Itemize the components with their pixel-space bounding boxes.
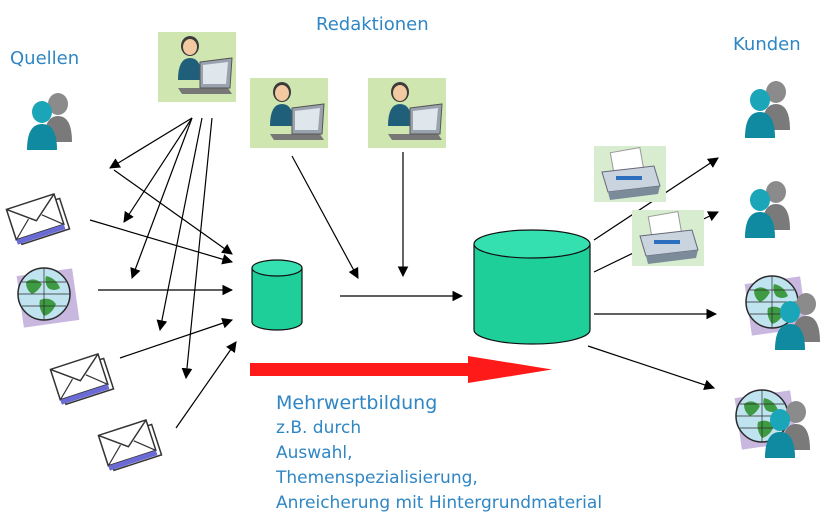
- arrow-envelope3-to-small-db: [175, 341, 237, 429]
- source-envelope-icon-3: [97, 417, 163, 473]
- label-quellen: Quellen: [10, 48, 80, 69]
- arrow-envelope2-to-small-db: [119, 318, 234, 359]
- arrow-editor-to-globe: [130, 117, 193, 280]
- label-kunden: Kunden: [733, 34, 801, 55]
- arrow-editor-to-envelope3: [181, 117, 213, 380]
- editor-at-laptop-icon-3: [368, 78, 446, 148]
- mehrwert-line-3: Themenspezialisierung,: [276, 468, 478, 488]
- source-envelope-icon: [5, 191, 71, 247]
- mehrwert-line-2: Auswahl,: [276, 443, 353, 463]
- mehrwert-line-4: Anreicherung mit Hintergrundmaterial: [276, 493, 603, 513]
- editor-at-laptop-icon-1: [158, 32, 236, 102]
- large-database-icon: [473, 229, 591, 345]
- arrow-editor2-to-big-db: [291, 155, 359, 279]
- customer-globe-people-icon-2: [733, 389, 810, 458]
- source-people-icon: [27, 93, 72, 150]
- arrow-editor-to-people: [109, 117, 193, 169]
- customer-globe-people-icon-1: [743, 275, 820, 350]
- mehrwert-line-1: z.B. durch: [276, 418, 362, 438]
- source-globe-icon: [15, 267, 81, 329]
- printer-icon-2: [631, 209, 705, 267]
- arrow-editor-to-envelope2: [156, 117, 203, 332]
- source-envelope-icon-2: [49, 351, 115, 407]
- small-database-icon: [251, 259, 303, 331]
- mehrwert-text-block: Mehrwertbildung z.B. durch Auswahl, Them…: [276, 391, 602, 516]
- editor-at-laptop-icon-2: [250, 78, 328, 148]
- customer-people-icon-2: [745, 181, 790, 238]
- arrow-db-to-customer4: [587, 345, 716, 391]
- mehrwert-title: Mehrwertbildung: [276, 392, 438, 414]
- mehrwert-arrow: [250, 356, 552, 383]
- arrow-envelope-to-small-db: [89, 219, 234, 265]
- label-redaktionen: Redaktionen: [316, 14, 429, 35]
- arrow-people-to-small-db: [113, 169, 233, 255]
- printer-icon-1: [593, 145, 667, 203]
- customer-people-icon-1: [745, 81, 790, 138]
- arrow-editor-to-envelope: [123, 117, 193, 223]
